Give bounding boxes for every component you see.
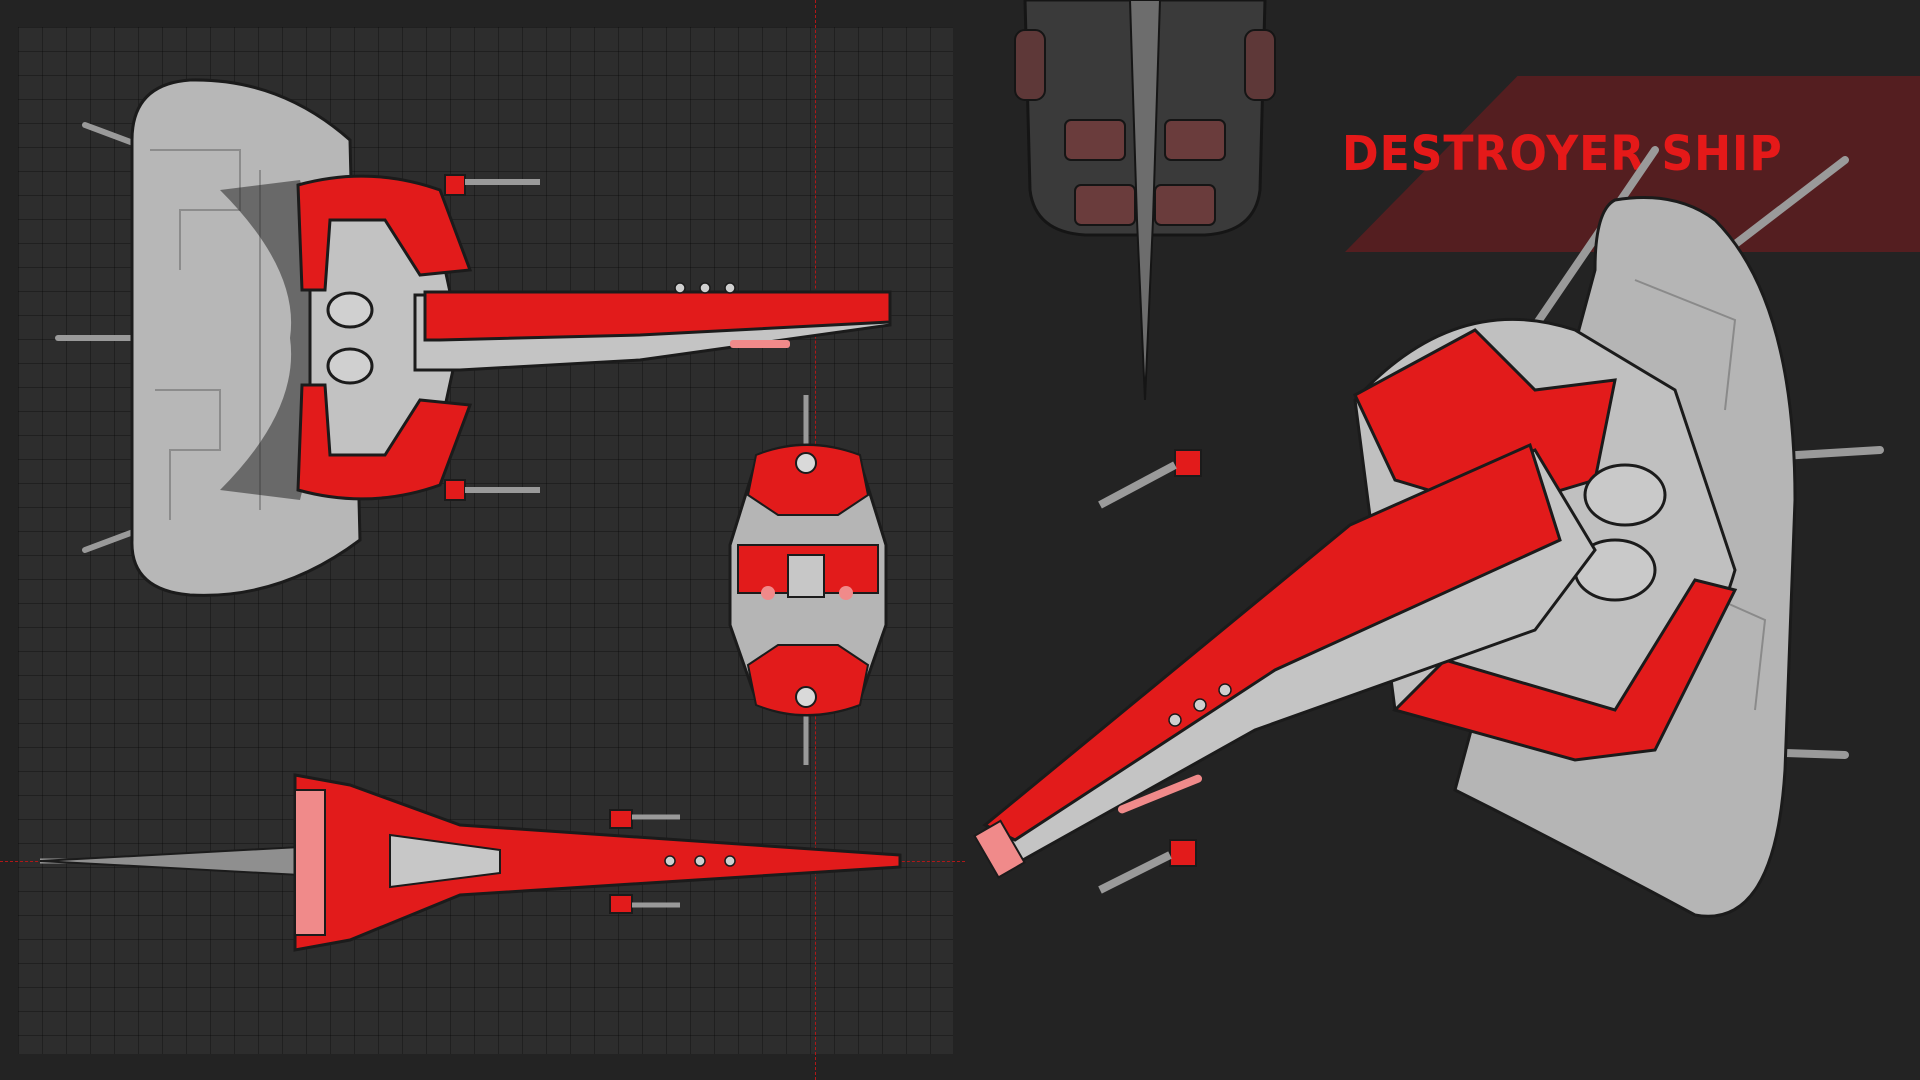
side-view (39, 773, 902, 952)
perspective-view (973, 146, 1884, 918)
top-view (55, 78, 892, 597)
rear-view (1014, 0, 1276, 401)
front-view (728, 395, 888, 765)
page-title: DESTROYER SHIP (1342, 126, 1783, 182)
